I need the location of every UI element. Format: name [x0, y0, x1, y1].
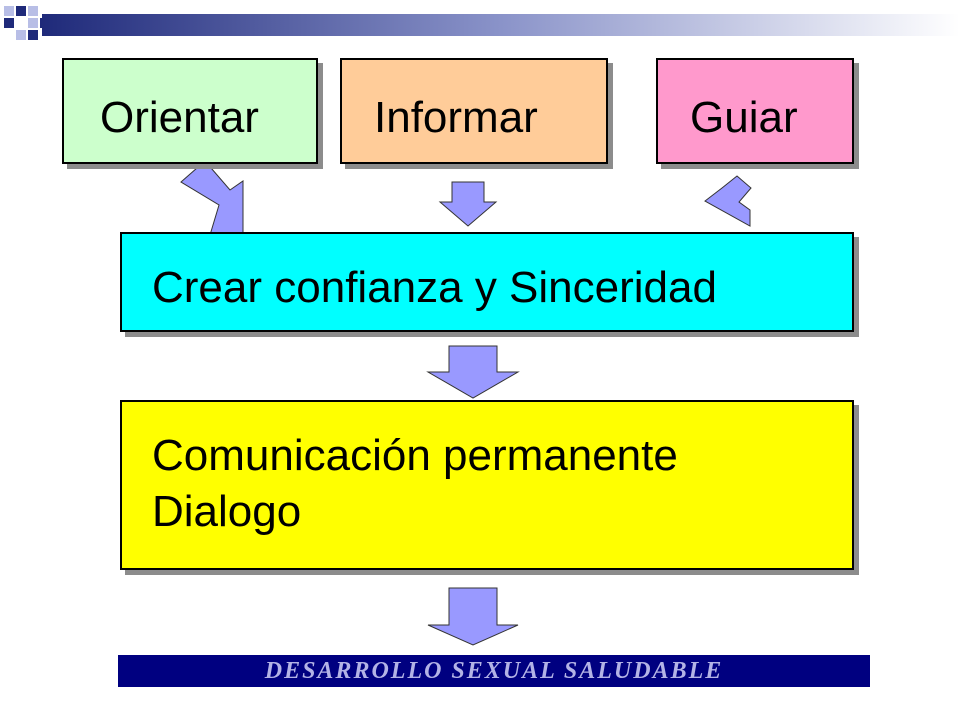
box-confianza: Crear confianza y Sinceridad — [120, 232, 854, 332]
box-guiar: Guiar — [656, 58, 854, 164]
header-square — [16, 30, 26, 40]
arrow-confianza-to-comunicacion — [426, 345, 520, 399]
banner-desarrollo: DESARROLLO SEXUAL SALUDABLE — [118, 655, 870, 687]
arrow-guiar-to-confianza — [704, 175, 752, 227]
confianza-label: Crear confianza y Sinceridad — [152, 263, 717, 312]
header-decoration — [4, 6, 960, 40]
informar-label: Informar — [374, 93, 538, 142]
header-square — [4, 18, 14, 28]
arrow-orientar-to-confianza — [180, 160, 244, 236]
orientar-label: Orientar — [100, 93, 259, 142]
dialogo-label: Dialogo — [152, 487, 302, 536]
header-square — [16, 6, 26, 16]
comunicacion-label: Comunicación permanente — [152, 431, 678, 480]
header-gradient-bar — [42, 14, 960, 36]
box-comunicacion: Comunicación permanente Dialogo — [120, 400, 854, 570]
header-square — [28, 30, 38, 40]
banner-text: DESARROLLO SEXUAL SALUDABLE — [264, 657, 724, 684]
arrow-comunicacion-to-banner — [427, 587, 519, 646]
header-square — [28, 18, 38, 28]
header-square — [4, 6, 14, 16]
arrow-informar-to-confianza — [438, 181, 498, 227]
box-informar: Informar — [340, 58, 608, 164]
guiar-label: Guiar — [690, 93, 798, 142]
box-orientar: Orientar — [62, 58, 318, 164]
header-square — [28, 6, 38, 16]
